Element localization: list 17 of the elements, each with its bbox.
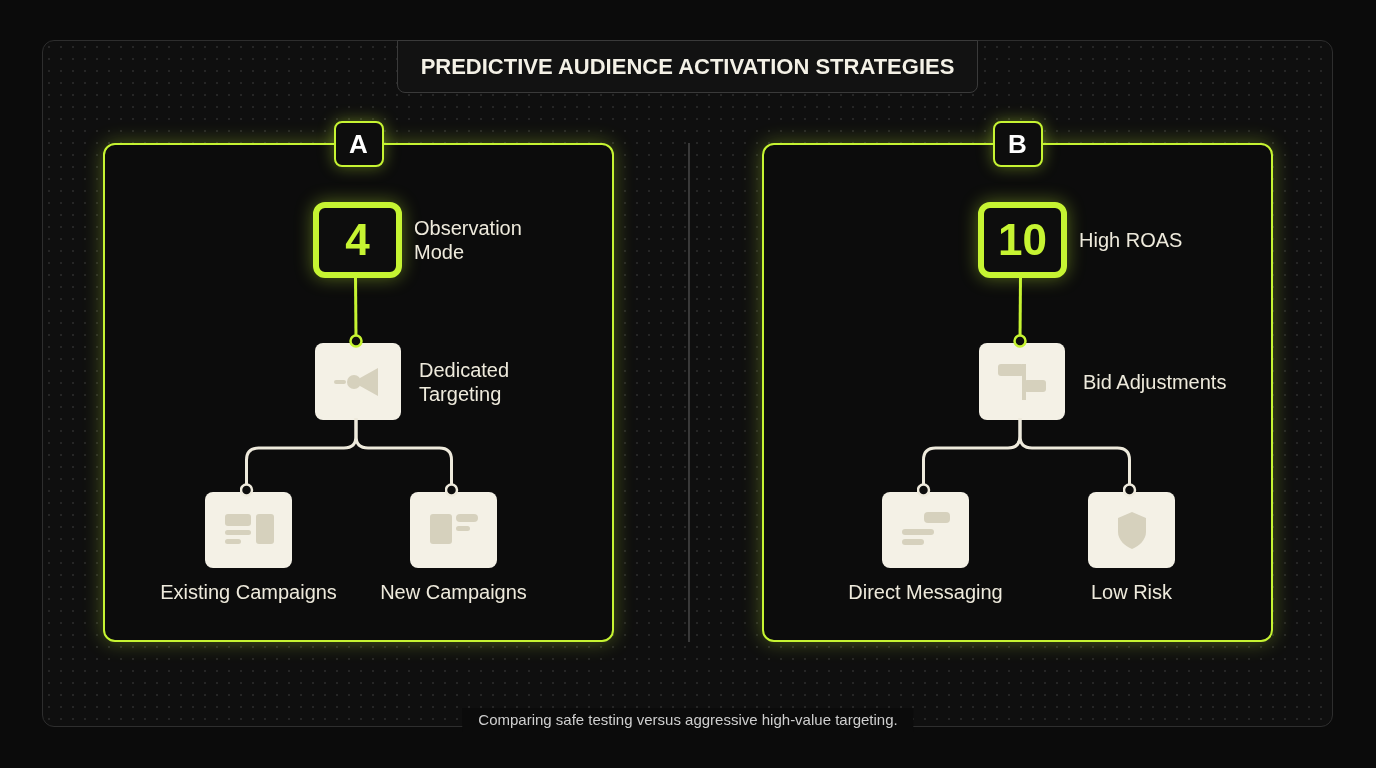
title: PREDICTIVE AUDIENCE ACTIVATION STRATEGIES: [397, 40, 978, 93]
panel-badge: B: [992, 121, 1043, 167]
number-text: 4: [345, 218, 370, 262]
node-label: Dedicated Targeting: [419, 357, 511, 406]
connector: [1013, 276, 1027, 348]
connector: [354, 418, 459, 497]
node-label: New Campaigns: [380, 580, 527, 604]
node-label: Observation Mode: [414, 216, 523, 264]
connector: [1018, 418, 1137, 497]
connector: [349, 276, 363, 348]
panel-badge: A: [333, 121, 384, 167]
number-text: 10: [998, 218, 1047, 262]
node-label: High ROAS: [1079, 228, 1184, 252]
node-label: Direct Messaging: [848, 580, 1003, 604]
node-label: Existing Campaigns: [160, 580, 337, 604]
node-label: Low Risk: [1090, 580, 1173, 604]
node-label: Bid Adjustments: [1083, 369, 1228, 394]
